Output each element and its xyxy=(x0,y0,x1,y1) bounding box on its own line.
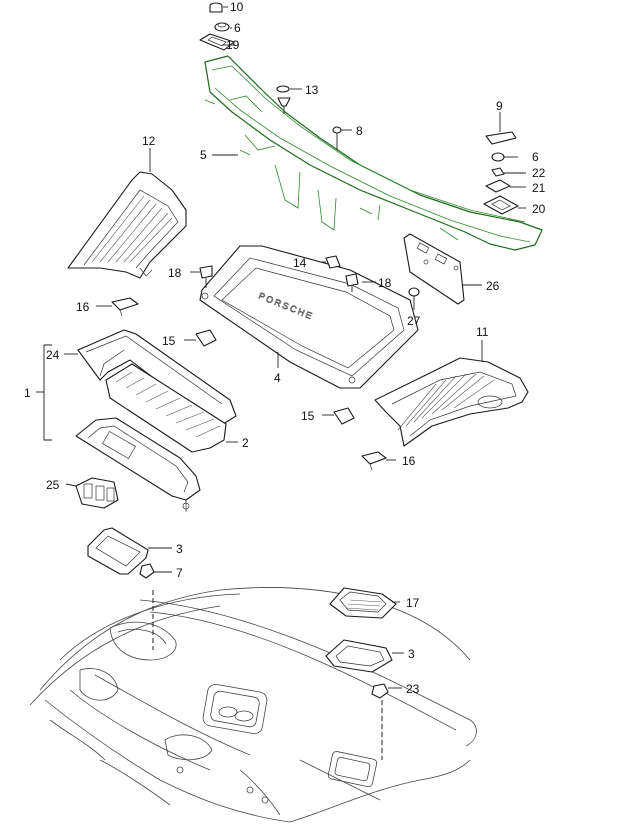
callout-23: 23 xyxy=(406,682,420,696)
screw-13 xyxy=(276,85,291,114)
car-body-outline xyxy=(29,587,477,823)
filter-housing-base xyxy=(75,417,201,512)
callout-22: 22 xyxy=(532,166,546,180)
callout-24: 24 xyxy=(46,348,60,362)
left-side-trim xyxy=(67,171,187,279)
callout-20: 20 xyxy=(532,202,546,216)
callout-10: 10 xyxy=(230,0,244,14)
callout-25: 25 xyxy=(46,478,60,492)
callout-7: 7 xyxy=(176,566,183,580)
callout-13: 13 xyxy=(305,83,319,97)
fastener-10 xyxy=(209,2,223,13)
pad-19 xyxy=(199,33,235,51)
callout-2: 2 xyxy=(242,436,249,450)
callout-14: 14 xyxy=(293,256,307,270)
callout-1: 1 xyxy=(24,386,31,400)
callout-8: 8 xyxy=(356,124,363,138)
nut-6-top xyxy=(214,22,230,32)
callout-17: 17 xyxy=(406,596,420,610)
filter-housing-cover xyxy=(77,329,237,427)
callout-6-top: 6 xyxy=(234,21,241,35)
callout-16-right: 16 xyxy=(402,454,416,468)
air-filter xyxy=(105,363,227,453)
gasket-left xyxy=(87,527,149,575)
callout-6-right: 6 xyxy=(532,150,539,164)
callout-labels: 10 6 19 13 8 9 6 22 21 20 5 12 14 18 18 … xyxy=(24,0,546,696)
callout-9: 9 xyxy=(496,99,503,113)
clip-7 xyxy=(139,563,155,579)
clip-22 xyxy=(491,167,505,177)
cover-plate xyxy=(403,233,465,305)
callout-19: 19 xyxy=(226,38,240,52)
gasket-right xyxy=(325,639,393,673)
nut-6-right xyxy=(491,152,505,162)
clip-15-left xyxy=(195,329,217,347)
plenum-cover-panel xyxy=(204,55,543,251)
callout-16-left: 16 xyxy=(76,300,90,314)
callout-21: 21 xyxy=(532,181,546,195)
clip-23 xyxy=(371,683,389,699)
callout-18-left: 18 xyxy=(168,266,182,280)
callout-18-right: 18 xyxy=(378,276,392,290)
fastener-18-left xyxy=(199,265,213,288)
clip-16-right xyxy=(361,451,387,471)
callout-15-right: 15 xyxy=(301,409,315,423)
clip-27 xyxy=(408,287,420,304)
louvered-vent xyxy=(75,477,119,509)
right-side-trim xyxy=(374,357,529,447)
screw-8 xyxy=(332,126,342,150)
clip-15-right xyxy=(333,407,355,425)
callout-4: 4 xyxy=(274,371,281,385)
callout-26: 26 xyxy=(486,279,500,293)
callout-27: 27 xyxy=(407,314,421,328)
callout-3-left: 3 xyxy=(176,542,183,556)
center-cover: PORSCHE xyxy=(199,245,419,389)
pad-20 xyxy=(483,195,519,215)
callout-5: 5 xyxy=(200,148,207,162)
pad-9 xyxy=(485,131,517,145)
fastener-18-right xyxy=(345,273,359,292)
clip-14 xyxy=(325,255,341,269)
callout-12: 12 xyxy=(142,134,156,148)
leader-lines xyxy=(36,6,526,689)
clip-16-left xyxy=(111,297,139,317)
access-cover xyxy=(329,587,397,619)
callout-15-left: 15 xyxy=(162,334,176,348)
callout-3-right: 3 xyxy=(408,647,415,661)
callout-11: 11 xyxy=(476,325,489,339)
pad-21 xyxy=(485,179,511,193)
